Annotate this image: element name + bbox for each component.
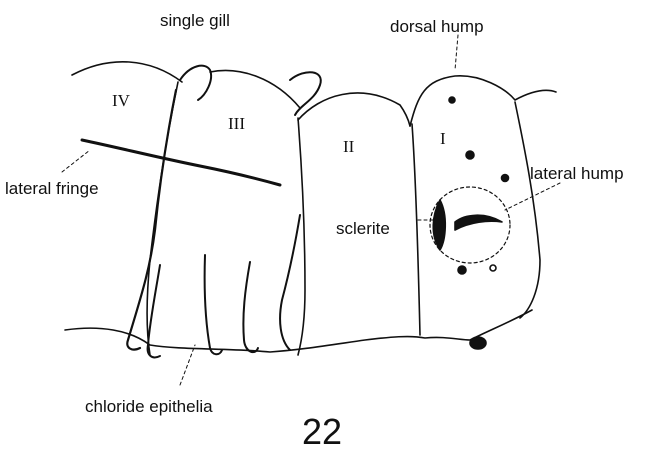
ventral-bump xyxy=(470,337,486,349)
label-dorsal-hump: dorsal hump xyxy=(390,18,484,35)
figure-number: 22 xyxy=(302,414,342,450)
leader-chloride-epithelia xyxy=(180,345,195,385)
gill-6-loop xyxy=(290,72,321,115)
gill-4 xyxy=(243,262,258,352)
gill-5 xyxy=(280,215,300,350)
spot-2 xyxy=(466,151,474,159)
spot-3 xyxy=(502,175,509,182)
segment-label-i: I xyxy=(440,130,446,147)
gill-3 xyxy=(205,255,222,354)
boundary-iii-ii xyxy=(298,118,305,355)
spot-4 xyxy=(458,266,466,274)
segment-ii-outline xyxy=(298,93,410,126)
leader-dorsal-hump xyxy=(455,35,458,70)
segment-i-posterior-edge xyxy=(515,102,540,318)
spot-1 xyxy=(449,97,455,103)
segment-label-ii: II xyxy=(343,138,354,155)
leader-lateral-fringe xyxy=(62,150,90,172)
label-chloride-epithelia: chloride epithelia xyxy=(85,398,213,415)
lateral-fringe-line xyxy=(82,140,280,185)
larva-abdomen-diagram: single gill dorsal hump lateral hump lat… xyxy=(0,0,663,430)
lateral-hump-marking xyxy=(455,215,502,230)
segment-iii-outline xyxy=(210,71,300,109)
spot-5 xyxy=(490,265,496,271)
diagram-drawing xyxy=(0,0,663,430)
label-sclerite: sclerite xyxy=(336,220,390,237)
boundary-ii-i xyxy=(412,124,420,335)
label-lateral-fringe: lateral fringe xyxy=(5,180,99,197)
leader-lateral-hump xyxy=(505,183,560,210)
segment-label-iii: III xyxy=(228,115,245,132)
segment-i-top-outline xyxy=(410,76,556,126)
label-lateral-hump: lateral hump xyxy=(530,165,624,182)
gill-2 xyxy=(148,265,160,357)
gill-1-loop xyxy=(180,66,211,100)
label-single-gill: single gill xyxy=(160,12,230,29)
segment-label-iv: IV xyxy=(112,92,130,109)
segment-iv-outline xyxy=(72,62,182,82)
